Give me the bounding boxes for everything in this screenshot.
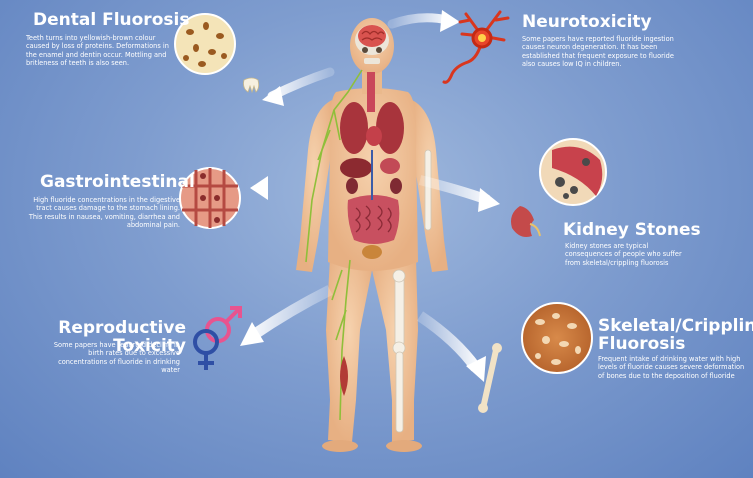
kidney-stone-icon [539, 138, 607, 206]
skeletal-fluorosis-title-line2: Fluorosis [598, 333, 686, 354]
reproductive-toxicity-text: Some papers have reported decline in bir… [53, 341, 180, 375]
kidney-icon [511, 206, 541, 237]
skeletal-fluorosis-text: Frequent intake of drinking water with h… [598, 355, 745, 380]
skeletal-fluorosis-title: Skeletal/Crippling Fluorosis [598, 316, 753, 354]
arrows [240, 10, 500, 382]
intestine-cells-icon [179, 167, 241, 229]
bone-tissue-icon [521, 302, 593, 374]
gastrointestinal-title: Gastrointestinal [40, 172, 195, 192]
gastrointestinal-text: High fluoride concentrations in the dige… [28, 196, 180, 230]
dental-fluorosis-title: Dental Fluorosis [33, 10, 190, 30]
kidney-stones-title: Kidney Stones [563, 220, 701, 240]
bone-icon [478, 343, 502, 413]
skeleton-bones [392, 149, 432, 433]
neuron-icon [442, 10, 510, 84]
neurotoxicity-text: Some papers have reported fluoride inges… [522, 35, 674, 69]
dental-fluorosis-text: Teeth turns into yellowish-brown colour … [26, 34, 169, 68]
reproductive-toxicity-title: Reproductive Toxicity [58, 318, 186, 356]
skeletal-fluorosis-title-line1: Skeletal/Crippling [598, 316, 753, 336]
female-male-symbol-icon [193, 306, 242, 370]
brain-icon [355, 25, 389, 64]
muscle-icon [340, 356, 348, 396]
tooth-icon [174, 13, 260, 94]
kidney-stones-text: Kidney stones are typical consequences o… [565, 242, 682, 267]
neurotoxicity-title: Neurotoxicity [522, 12, 652, 32]
internal-organs [340, 72, 404, 259]
